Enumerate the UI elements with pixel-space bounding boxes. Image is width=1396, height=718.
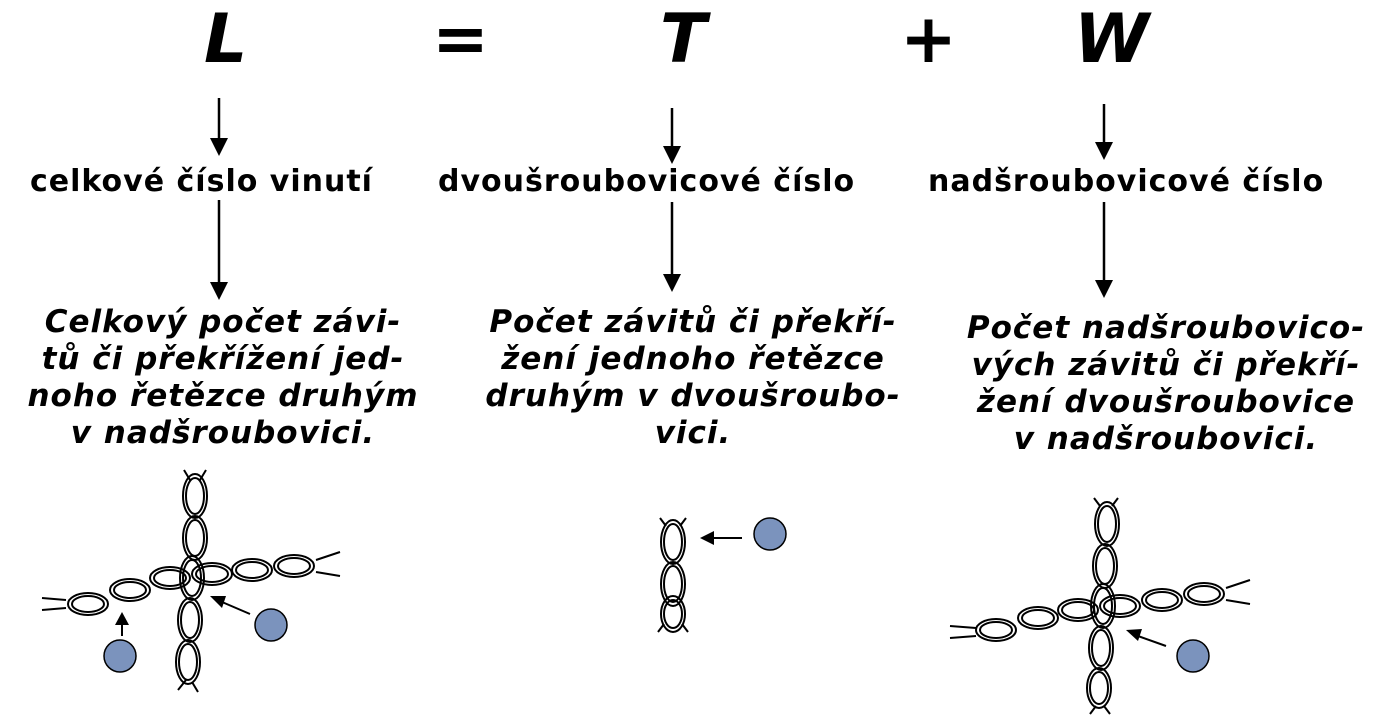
marker-circle	[753, 517, 787, 551]
supercoil-illustration-L	[41, 469, 341, 693]
marker-circle	[103, 639, 137, 673]
description-line: vici.	[654, 415, 732, 451]
term-L: celkové číslo vinutí	[30, 164, 373, 199]
arrows-T	[663, 108, 681, 292]
arrowhead	[115, 612, 129, 625]
description-line: noho řetězce druhým	[27, 378, 419, 414]
description-line: Počet nadšroubovico-	[966, 310, 1366, 346]
arrowhead	[210, 596, 226, 608]
description-line: vých závitů či překří-	[971, 347, 1361, 383]
supercoil-illustration-W	[949, 497, 1251, 715]
symbol-L: L	[204, 0, 248, 79]
term-W: nadšroubovicové číslo	[928, 164, 1325, 199]
symbol-W: W	[1074, 0, 1150, 79]
description-line: druhým v dvoušroubo-	[485, 378, 901, 414]
arrows-L	[210, 98, 228, 300]
arrowhead	[1095, 142, 1113, 160]
description-line: žení dvoušroubovice	[976, 384, 1356, 420]
arrowhead	[1126, 629, 1142, 641]
equals-sign: =	[432, 0, 489, 79]
description-line: v nadšroubovici.	[1013, 421, 1319, 457]
description-line: žení jednoho řetězce	[501, 341, 885, 377]
pointer-arrow	[221, 601, 251, 615]
arrowhead	[210, 282, 228, 300]
arrowhead	[700, 531, 714, 545]
arrowhead	[663, 274, 681, 292]
marker-circle	[1176, 639, 1210, 673]
description-line: tů či překřížení jed-	[41, 341, 405, 377]
description-L: Celkový počet závi- tů či překřížení jed…	[8, 304, 438, 452]
plus-sign: +	[900, 0, 957, 79]
duplex-illustration-T	[657, 517, 742, 633]
marker-circle	[254, 608, 288, 642]
description-W: Počet nadšroubovico- vých závitů či přek…	[940, 310, 1392, 458]
description-line: Počet závitů či překří-	[489, 304, 897, 340]
arrowhead	[663, 146, 681, 164]
description-line: Celkový počet závi-	[44, 304, 402, 340]
description-T: Počet závitů či překří- žení jednoho řet…	[458, 304, 928, 452]
term-T: dvoušroubovicové číslo	[438, 164, 856, 199]
pointer-arrow	[1137, 635, 1167, 647]
description-line: v nadšroubovici.	[70, 415, 376, 451]
arrowhead	[210, 138, 228, 156]
arrowhead	[1095, 280, 1113, 298]
arrows-W	[1095, 104, 1113, 298]
symbol-T: T	[660, 0, 707, 79]
